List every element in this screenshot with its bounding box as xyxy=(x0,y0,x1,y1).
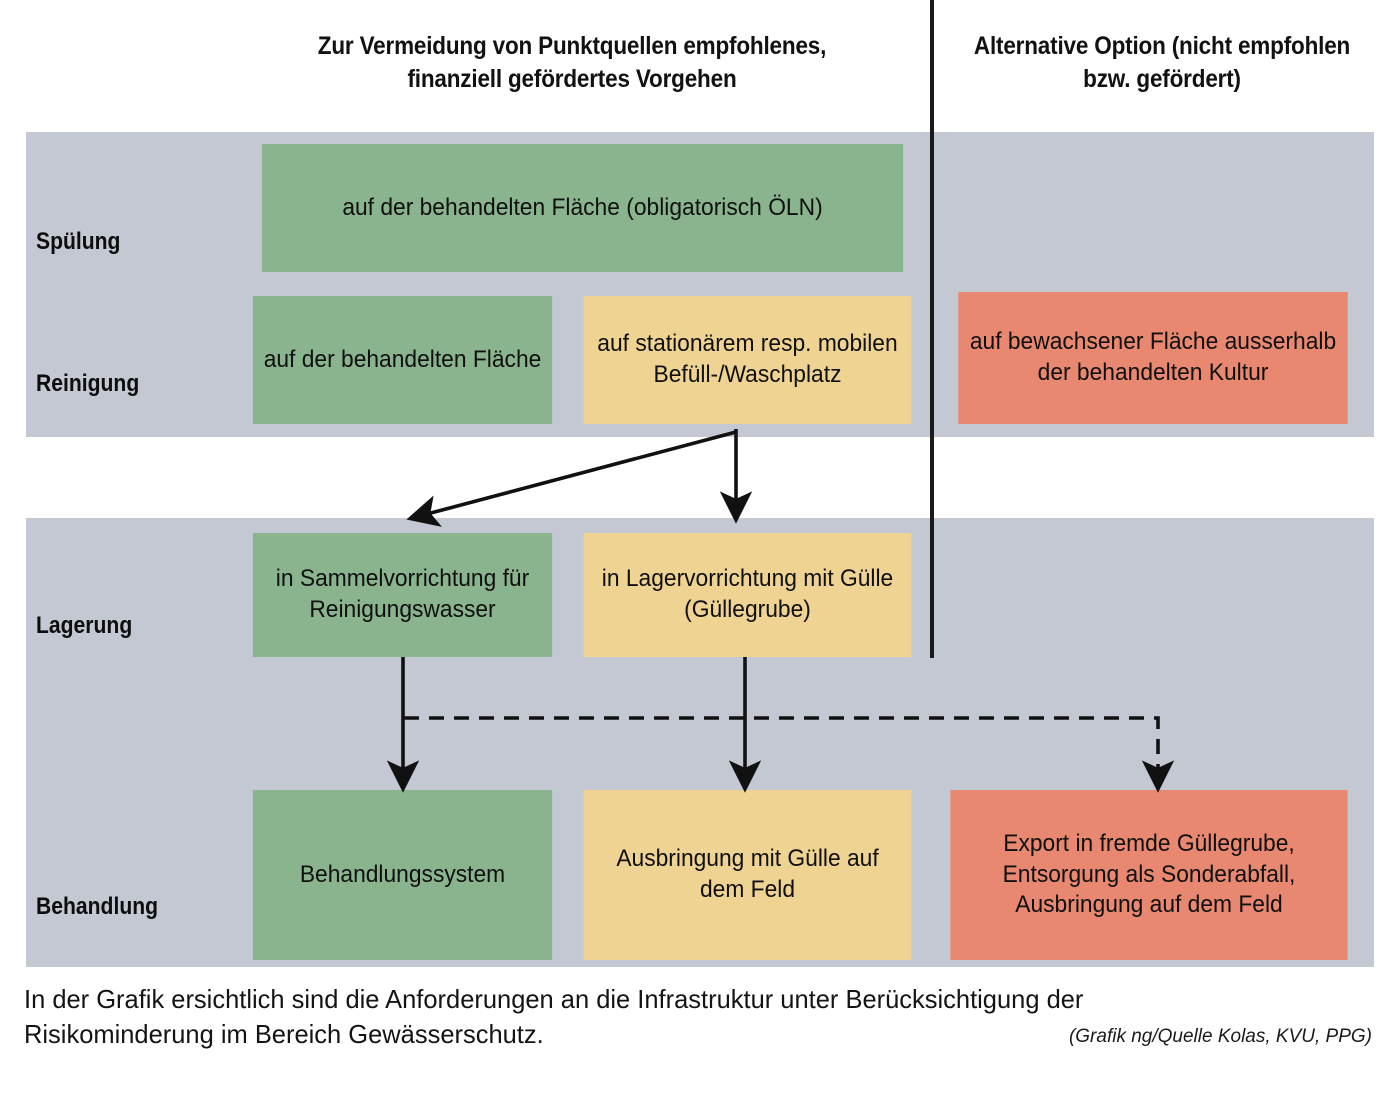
box-reinigung-vegetated-area[interactable]: auf bewachsener Fläche ausserhalb der be… xyxy=(958,292,1348,424)
box-reinigung-filling-washing-place[interactable]: auf stationärem resp. mobilen Befüll-/Wa… xyxy=(583,296,912,424)
box-spuelung-treated-area[interactable]: auf der behandelten Fläche (obligatorisc… xyxy=(261,144,904,272)
row-label-reinigung: Reinigung xyxy=(36,370,140,397)
column-divider xyxy=(930,0,934,658)
connector-station-to-collect xyxy=(406,430,737,527)
box-reinigung-treated-area[interactable]: auf der behandelten Fläche xyxy=(252,296,553,424)
box-behandlung-spread-label: Ausbringung mit Gülle auf dem Feld xyxy=(616,845,879,903)
box-lagerung-collection-device[interactable]: in Sammelvorrichtung für Reinigungswasse… xyxy=(252,533,553,657)
column-header-recommended: Zur Vermeidung von Punktquellen empfohle… xyxy=(317,32,827,93)
box-reinigung-treated-label: auf der behandelten Fläche xyxy=(263,345,542,373)
figure-credit: (Grafik ng/Quelle Kolas, KVU, PPG) xyxy=(1068,1026,1372,1047)
box-lagerung-slurry-label: in Lagervorrichtung mit Gülle (Güllegrub… xyxy=(601,565,894,623)
box-reinigung-vegetated-label: auf bewachsener Fläche ausserhalb der be… xyxy=(969,328,1337,386)
row-label-lagerung: Lagerung xyxy=(36,612,133,639)
row-label-behandlung: Behandlung xyxy=(36,893,159,920)
box-reinigung-station-label: auf stationärem resp. mobilen Befüll-/Wa… xyxy=(597,330,898,388)
figure-caption: In der Grafik ersichtlich sind die Anfor… xyxy=(24,984,1084,1050)
box-lagerung-collect-label: in Sammelvorrichtung für Reinigungswasse… xyxy=(275,565,530,623)
box-behandlung-system-label: Behandlungssystem xyxy=(299,860,506,888)
box-behandlung-field-spreading[interactable]: Ausbringung mit Gülle auf dem Feld xyxy=(583,790,912,960)
box-spuelung-treated-label: auf der behandelten Fläche (obligatorisc… xyxy=(342,193,823,221)
row-label-spuelung: Spülung xyxy=(36,228,121,255)
box-behandlung-export-label: Export in fremde Güllegrube, Entsorgung … xyxy=(1002,829,1296,919)
column-header-alternative: Alternative Option (nicht empfohlen bzw.… xyxy=(973,32,1351,93)
box-behandlung-treatment-system[interactable]: Behandlungssystem xyxy=(252,790,553,960)
box-behandlung-export-disposal[interactable]: Export in fremde Güllegrube, Entsorgung … xyxy=(950,790,1348,960)
box-lagerung-slurry-pit[interactable]: in Lagervorrichtung mit Gülle (Güllegrub… xyxy=(583,533,912,657)
